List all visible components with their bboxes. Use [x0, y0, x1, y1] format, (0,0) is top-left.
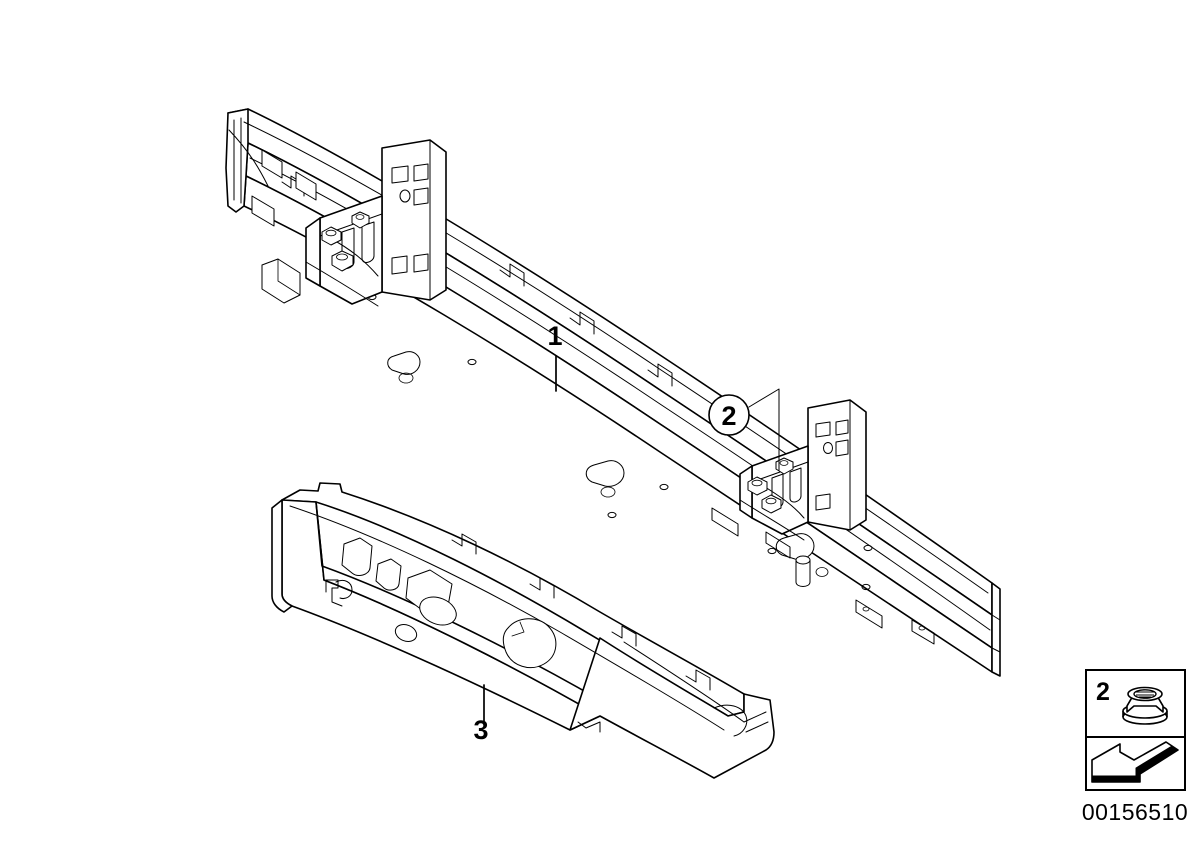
right-bracket-foot — [739, 499, 805, 541]
absorber-notch-d — [685, 669, 711, 691]
beam-slot-2 — [295, 171, 317, 201]
left-nut-lower-top — [336, 253, 348, 261]
legend-box: 2 00156510 — [1082, 669, 1188, 825]
right-bracket-cutout-2 — [789, 467, 802, 503]
absorber-notch-a — [451, 533, 477, 555]
left-nut-lower — [331, 250, 354, 272]
absorber-notch-c — [611, 625, 637, 647]
beam-tab-r2-hole — [918, 625, 926, 631]
absorber-round-hole — [502, 618, 557, 668]
beam-notch-a — [499, 263, 525, 287]
callout-2-circle — [708, 394, 750, 436]
right-flange-slot-3 — [835, 439, 849, 457]
beam-slot-3 — [251, 195, 275, 227]
absorber-bottom-notch — [577, 721, 601, 733]
right-flange-hole-1 — [823, 442, 833, 454]
beam-hole-2 — [467, 358, 477, 366]
absorber-tail-edge — [743, 711, 767, 723]
beam-left-end-cap — [225, 108, 249, 213]
left-flange-slot-2 — [413, 163, 429, 182]
diagram-id-label: 00156510 — [1082, 799, 1188, 825]
beam-hole-4 — [767, 547, 777, 555]
beam-right-edge-1 — [991, 614, 1001, 621]
beam-right-edge-2 — [991, 647, 1001, 653]
beam-boss-mid-hole — [600, 486, 616, 498]
left-nut-mid-top — [325, 229, 337, 237]
right-bracket-flange-plate — [807, 399, 867, 531]
absorber-right-crease-1 — [599, 715, 715, 779]
part-energy-absorber — [271, 482, 775, 779]
absorber-oval-hole-2 — [394, 624, 418, 642]
absorber-round-hole-detail — [511, 621, 525, 637]
nut-thread-lines — [1135, 691, 1155, 698]
beam-tab-r1 — [855, 599, 883, 629]
right-flange-slot-2 — [835, 419, 849, 436]
absorber-oval-hole-1 — [419, 596, 457, 626]
absorber-pocket-2 — [375, 558, 402, 591]
left-flange-slot-1 — [391, 165, 409, 184]
absorber-clip-left — [325, 579, 343, 607]
beam-slot-1 — [261, 149, 283, 179]
callout-2-label: 2 — [721, 401, 736, 431]
left-flange-hole-1 — [399, 189, 411, 203]
absorber-tail-lip — [745, 721, 769, 733]
beam-hole-5 — [863, 544, 873, 552]
left-bracket-flange-plate — [381, 139, 447, 301]
callout-3: 3 — [473, 684, 489, 745]
absorber-notch-b — [529, 577, 555, 599]
absorber-clip-left-arc — [335, 579, 353, 599]
left-mounting-bracket — [305, 139, 447, 307]
callout-1-label: 1 — [547, 321, 562, 351]
right-nut-mid-top — [751, 479, 763, 487]
beam-left-fold — [228, 129, 269, 187]
beam-tab-r2 — [911, 619, 935, 645]
callout-1: 1 — [547, 321, 563, 392]
right-flange-slot-4 — [815, 493, 831, 511]
left-bracket-cutout-2 — [361, 221, 375, 263]
callout-2: 2 — [708, 388, 780, 471]
right-nut-upper-top — [779, 460, 789, 466]
beam-boss-mid — [585, 460, 625, 487]
right-flange-slot-1 — [815, 421, 831, 438]
left-flange-slot-3 — [413, 187, 429, 206]
beam-tab-m1 — [711, 507, 739, 537]
beam-cylinder-nut — [795, 560, 811, 587]
absorber-right-crease-2 — [623, 641, 745, 723]
left-nut-upper-top — [355, 214, 365, 220]
beam-left-tab-edge — [277, 258, 301, 296]
left-flange-slot-5 — [413, 253, 429, 273]
right-bracket-body-side — [739, 465, 753, 519]
assembly-direction-arrow-icon — [1091, 741, 1179, 783]
beam-right-hole — [815, 567, 829, 577]
beam-tab-r1-hole — [862, 606, 870, 612]
left-bracket-body-side — [305, 217, 321, 287]
left-flange-slot-4 — [391, 255, 408, 275]
beam-hole-7 — [607, 511, 617, 519]
callout-2-leader — [748, 388, 780, 471]
absorber-tail-fold — [713, 704, 748, 737]
left-bracket-foot — [305, 261, 379, 307]
right-mounting-bracket — [739, 399, 867, 541]
legend-item-number: 2 — [1096, 678, 1110, 706]
callout-3-label: 3 — [473, 715, 488, 745]
beam-tab-m2 — [765, 531, 791, 559]
beam-hole-3 — [659, 483, 669, 491]
absorber-pocket-1 — [341, 537, 373, 576]
arrow-shadow — [1091, 741, 1179, 783]
hex-flange-nut-icon — [1122, 686, 1168, 725]
beam-right-end-cap — [991, 582, 1001, 677]
absorber-left-end — [271, 499, 293, 613]
beam-boss-left — [387, 351, 421, 375]
beam-cylinder-nut-top — [795, 555, 811, 565]
right-nut-lower-top — [765, 497, 777, 505]
beam-notch-c — [647, 363, 673, 387]
beam-hole-6 — [861, 583, 871, 591]
beam-notch-b — [569, 311, 595, 335]
beam-boss-left-hole — [398, 372, 414, 384]
